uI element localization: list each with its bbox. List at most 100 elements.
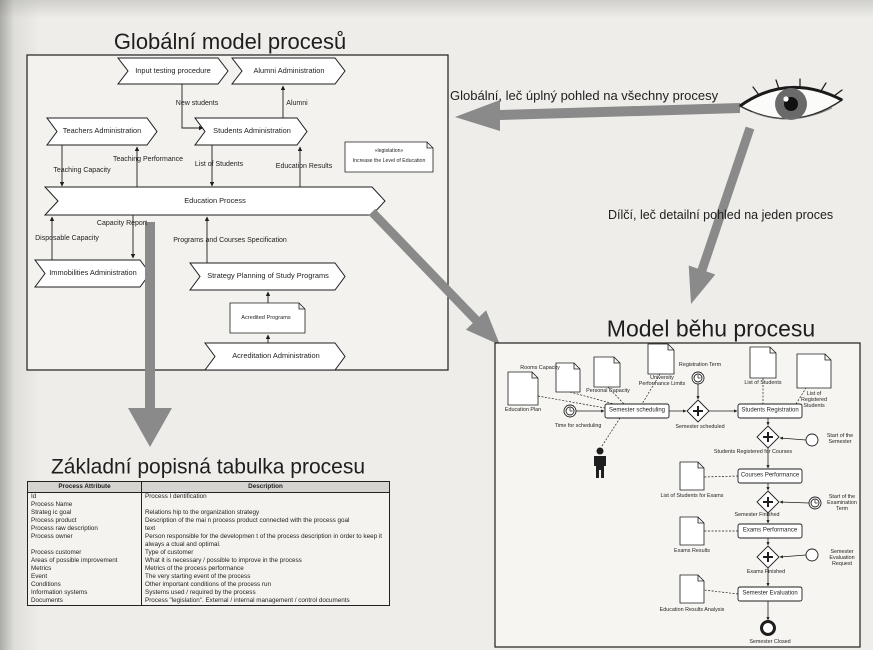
attribute-cell: Process Name — [27, 501, 142, 509]
data-association — [607, 386, 625, 405]
header-description: Description — [141, 481, 390, 493]
description-cell: Type of customer — [145, 549, 194, 556]
state-label-semester-finished: Semester Finished — [734, 512, 780, 519]
doc-label-personal-capacity: Personal Capacity — [586, 388, 630, 395]
event-label-registration-term: Registration Term — [678, 362, 722, 369]
doc-exams-results — [679, 516, 705, 546]
process-label-students-admin: Students Administration — [213, 125, 291, 135]
description-cell: Process I dentification — [145, 493, 207, 500]
attribute-cell: Documents — [27, 597, 142, 606]
doc-label-list-registered: List of Registered Students — [800, 391, 828, 409]
attribute-cell: Conditions — [27, 581, 142, 589]
person-icon — [594, 447, 606, 478]
data-association — [795, 387, 807, 405]
start-event-semester — [805, 433, 819, 447]
heading-run-model: Model běhu procesu — [606, 315, 816, 342]
note-legislation-stereotype: «legislation» — [374, 148, 404, 155]
note-legislation — [344, 141, 434, 173]
task-label-students-registration: Students Registration — [741, 407, 799, 414]
description-cell: The very starting event of the process — [145, 573, 251, 580]
task-label-courses-performance: Courses Performance — [740, 472, 800, 479]
flow-label-teaching-capacity: Teaching Capacity — [53, 167, 111, 175]
doc-list-of-students — [749, 346, 777, 379]
description-cell: What it is necessary / possible to impro… — [145, 557, 302, 564]
caption-global-view: Globální, leč úplný pohled na všechny pr… — [450, 87, 719, 103]
flow-label-teaching-performance: Teaching Performance — [112, 156, 184, 164]
doc-personal-capacity — [593, 356, 621, 388]
note-legislation-text: Increase the Level of Education — [352, 158, 426, 165]
description-cell: Description of the mai n process product… — [145, 517, 350, 524]
eye-icon — [738, 78, 844, 120]
state-label-semester-scheduled: Semester scheduled — [675, 424, 725, 431]
arrow-to-run-model — [368, 208, 500, 345]
description-cell: text — [145, 525, 156, 532]
attribute-cell: Information systems — [27, 589, 142, 597]
timer-event-registration — [691, 371, 705, 385]
attribute-cell: Process customer — [27, 549, 142, 557]
process-immobilities-admin — [34, 259, 151, 288]
attribute-cell: Id — [27, 492, 142, 501]
timer-event-scheduling — [563, 404, 577, 418]
process-label-teachers-admin: Teachers Administration — [62, 125, 142, 135]
attribute-cell: Process raw description — [27, 525, 142, 533]
task-students-registration — [737, 403, 803, 419]
doc-list-registered — [796, 353, 832, 389]
doc-label-education-plan: Education Plan — [504, 407, 542, 414]
state-label-students-registered: Students Registered for Courses — [713, 449, 793, 456]
event-label-start-of-semester: Start of the Semester — [826, 433, 854, 445]
description-cell: Other important conditions of the proces… — [145, 581, 272, 588]
doc-label-education-results-analysis: Education Results Analysis — [659, 607, 725, 614]
attribute-cell: Areas of possible improvement — [27, 557, 142, 565]
attribute-cell: Process owner — [27, 533, 142, 549]
process-teachers-admin — [46, 117, 158, 146]
doc-label-exams-results: Exams Results — [674, 548, 710, 555]
flow-label-capacity-report: Capacity Report — [96, 220, 148, 228]
attribute-cell: Event — [27, 573, 142, 581]
attribute-cell: Strateg ic goal — [27, 509, 142, 517]
flow-label-education-results: Education Results — [275, 163, 333, 171]
seq-flow — [779, 436, 807, 441]
note-acredited-programs-label: Acredited Programs — [241, 314, 291, 321]
flow-label-alumni: Alumni — [286, 100, 308, 108]
process-label-strategy-planning: Strategy Planning of Study Programs — [207, 270, 329, 280]
flow-label-list-of-students: List of Students — [194, 161, 244, 169]
arrow-to-table — [128, 222, 172, 447]
flow-label-programs-spec: Programs and Courses Specification — [173, 237, 287, 245]
description-cell: Process "legislation". External / intern… — [145, 597, 350, 604]
seq-flow — [779, 500, 810, 504]
gateway-scheduled — [686, 399, 710, 423]
arrow-eye-to-global — [455, 100, 740, 131]
gateway-registered — [756, 425, 780, 449]
event-label-semester-closed: Semester Closed — [749, 639, 791, 646]
data-association — [537, 395, 606, 409]
event-label-start-of-exam-term: Start of the Examination Term — [827, 494, 857, 512]
task-label-exams-performance: Exams Performance — [742, 527, 798, 534]
event-label-evaluation-request: Semester Evaluation Request — [829, 549, 855, 567]
end-event-semester-closed — [760, 620, 776, 636]
caption-detail-view: Dílčí, leč detailní pohled na jeden proc… — [608, 208, 834, 223]
process-input-testing — [116, 57, 229, 85]
table-row: Process Name — [27, 501, 390, 509]
process-alumni-admin — [230, 57, 346, 85]
process-label-alumni-admin: Alumni Administration — [253, 65, 325, 75]
description-cell: Relations hip to the organization strate… — [145, 509, 260, 516]
doc-list-for-exams — [679, 461, 705, 491]
doc-education-plan — [507, 371, 539, 406]
data-association — [703, 475, 739, 478]
doc-label-university-limits: University Performance Limits — [638, 375, 686, 387]
description-cell: Metrics of the process performance — [145, 565, 244, 572]
data-association — [569, 391, 615, 405]
task-label-semester-scheduling: Semester scheduling — [608, 407, 666, 414]
start-event-evaluation-request — [805, 548, 819, 562]
task-label-semester-evaluation: Semester Evaluation — [742, 590, 798, 597]
